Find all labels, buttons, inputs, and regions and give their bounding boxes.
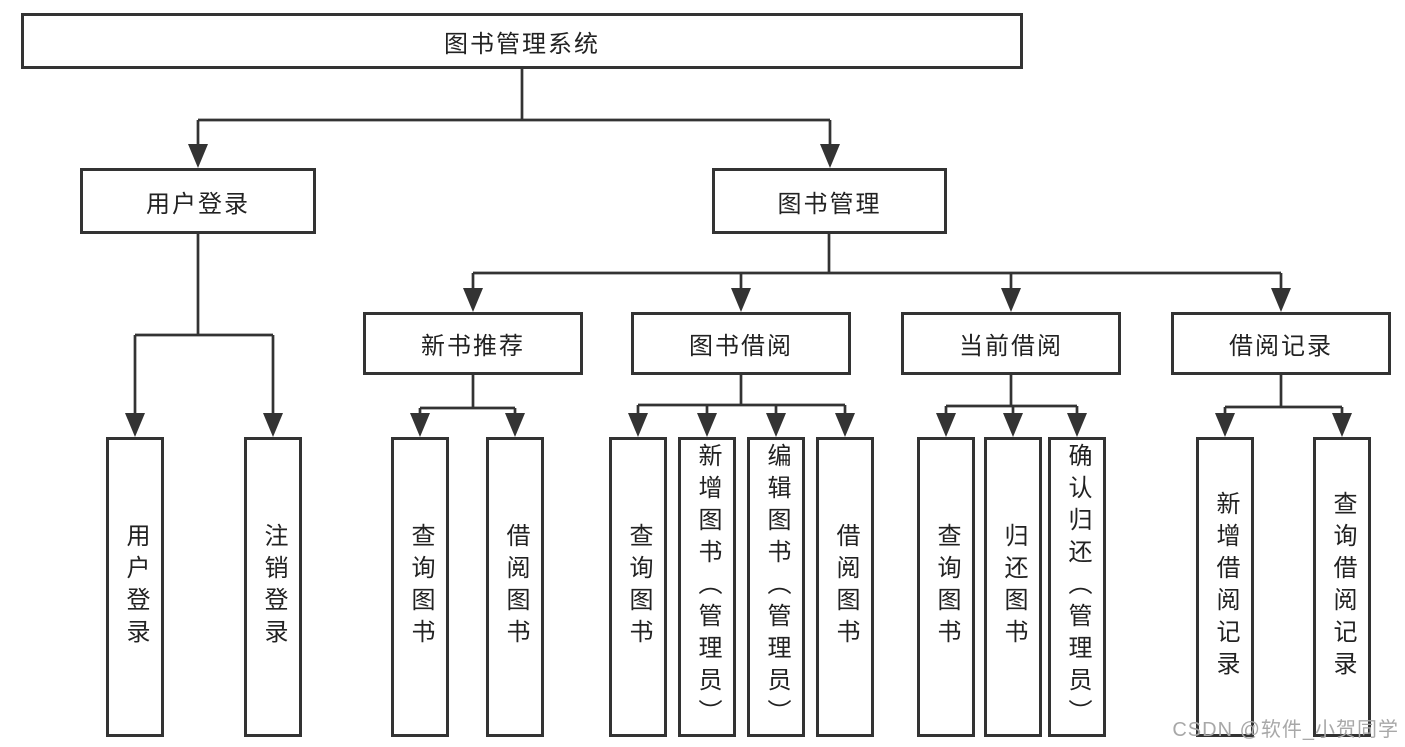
node-book-borrow-label: 图书借阅: [689, 333, 793, 360]
node-bb-add-book: 新增图书（管理员）: [678, 437, 736, 737]
node-borrow-records: 借阅记录: [1171, 312, 1391, 375]
node-br-query-record-label: 查询借阅记录: [1329, 491, 1356, 683]
node-library-system: 图书管理系统: [21, 13, 1023, 69]
node-cb-return-book: 归还图书: [984, 437, 1042, 737]
node-nbr-query-book-label: 查询图书: [407, 523, 434, 651]
node-book-borrow: 图书借阅: [631, 312, 851, 375]
node-logout-leaf-label: 注销登录: [260, 523, 287, 651]
node-book-management-label: 图书管理: [777, 190, 882, 218]
node-library-system-label: 图书管理系统: [444, 30, 600, 58]
node-cb-confirm-return: 确认归还（管理员）: [1048, 437, 1106, 737]
node-current-borrow-label: 当前借阅: [959, 333, 1063, 360]
node-nbr-borrow-book-label: 借阅图书: [502, 523, 529, 651]
node-br-query-record: 查询借阅记录: [1313, 437, 1371, 737]
csdn-watermark: CSDN @软件_小贺同学: [1172, 719, 1399, 741]
node-logout-leaf: 注销登录: [244, 437, 302, 737]
node-cb-query-book: 查询图书: [917, 437, 975, 737]
node-borrow-records-label: 借阅记录: [1229, 333, 1333, 360]
node-bb-borrow-book: 借阅图书: [816, 437, 874, 737]
node-bb-edit-book: 编辑图书（管理员）: [747, 437, 805, 737]
node-cb-query-book-label: 查询图书: [933, 523, 960, 651]
node-cb-confirm-return-label: 确认归还（管理员）: [1064, 443, 1091, 731]
node-book-management: 图书管理: [712, 168, 947, 234]
node-bb-query-book-label: 查询图书: [625, 523, 652, 651]
node-user-login-label: 用户登录: [146, 190, 250, 218]
node-bb-add-book-label: 新增图书（管理员）: [694, 443, 721, 731]
node-bb-borrow-book-label: 借阅图书: [832, 523, 859, 651]
node-user-login: 用户登录: [80, 168, 316, 234]
node-user-login-leaf: 用户登录: [106, 437, 164, 737]
node-nbr-borrow-book: 借阅图书: [486, 437, 544, 737]
node-bb-query-book: 查询图书: [609, 437, 667, 737]
node-br-add-record: 新增借阅记录: [1196, 437, 1254, 737]
node-cb-return-book-label: 归还图书: [1000, 523, 1027, 651]
node-new-book-recommend: 新书推荐: [363, 312, 583, 375]
node-new-book-recommend-label: 新书推荐: [421, 333, 525, 360]
node-nbr-query-book: 查询图书: [391, 437, 449, 737]
node-current-borrow: 当前借阅: [901, 312, 1121, 375]
node-br-add-record-label: 新增借阅记录: [1212, 491, 1239, 683]
node-bb-edit-book-label: 编辑图书（管理员）: [763, 443, 790, 731]
node-user-login-leaf-label: 用户登录: [122, 523, 149, 651]
